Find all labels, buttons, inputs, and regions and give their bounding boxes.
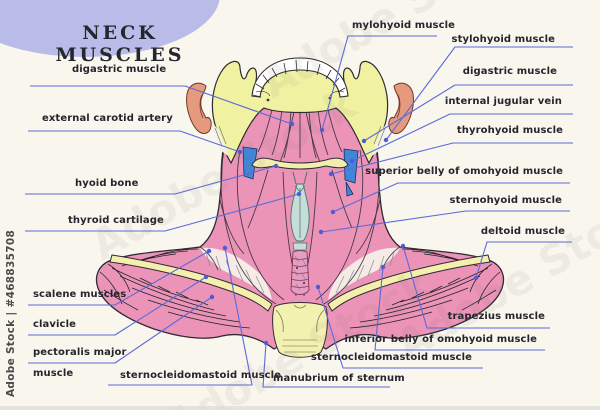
supraclavicular-fascia (200, 247, 400, 300)
teeth-arch (251, 57, 349, 98)
label-manubrium: manubrium of sternum (273, 373, 405, 384)
leader-hyoid-bone (25, 165, 277, 195)
label-trapezius: trapezius muscle (447, 311, 545, 322)
label-thyrohyoid: thyrohyoid muscle (456, 125, 563, 136)
label-pectoralis-line1: pectoralis major (33, 347, 127, 358)
leader-trapezius (402, 245, 550, 329)
leader-mylohyoid (321, 35, 437, 131)
label-scm-right: sternocleidomastoid muscle (310, 352, 472, 363)
leader-scm-left (108, 247, 253, 386)
label-digastric-left: digastric muscle (72, 64, 167, 75)
leader-digastric-left (30, 85, 293, 125)
mental-foramen-left (266, 98, 270, 102)
label-scalene: scalene muscles (33, 289, 127, 300)
leader-inferior-omohyoid (374, 266, 545, 351)
mandible-bone (211, 59, 389, 165)
shoulder-fiber-hatching (99, 248, 501, 329)
leader-scalene (28, 250, 210, 306)
label-hyoid-bone: hyoid bone (75, 178, 139, 189)
clavicle-bones (109, 254, 491, 312)
label-clavicle: clavicle (33, 319, 76, 330)
leader-stylohyoid (385, 46, 573, 141)
label-scm-left: sternocleidomastoid muscle (120, 370, 282, 381)
leader-dots (203, 121, 479, 346)
leader-internal-jugular (351, 113, 573, 162)
label-pectoralis-line2: muscle (33, 368, 74, 379)
leader-thyroid-cartilage (25, 193, 300, 232)
label-mylohyoid: mylohyoid muscle (352, 20, 456, 31)
leader-deltoid (475, 241, 572, 279)
leader-thyrohyoid (330, 142, 573, 175)
leader-pectoralis (28, 296, 213, 364)
trachea (290, 250, 310, 295)
label-external-carotid: external carotid artery (42, 113, 173, 124)
leader-superior-omohyoid (332, 182, 570, 213)
label-sternohyoid: sternohyoid muscle (449, 195, 562, 206)
ear-left (186, 82, 212, 134)
stock-id-watermark: Adobe Stock | #468835708 (5, 229, 17, 397)
label-stylohyoid: stylohyoid muscle (451, 34, 555, 45)
label-inferior-omohyoid: inferior belly of omohyoid muscle (344, 334, 537, 345)
leader-digastric-right (363, 84, 573, 142)
leader-scm-right (317, 286, 483, 369)
label-deltoid: deltoid muscle (480, 226, 565, 237)
label-internal-jugular: internal jugular vein (444, 96, 562, 107)
page-title: NECK MUSCLES (55, 22, 185, 66)
leader-manubrium (262, 342, 390, 388)
manubrium-bone (272, 302, 328, 358)
leader-sternohyoid (320, 210, 570, 233)
leader-external-carotid (28, 130, 241, 153)
label-superior-omohyoid: superior belly of omohyoid muscle (365, 166, 563, 177)
scm-origin-hatching (212, 122, 388, 156)
leader-clavicle (28, 276, 207, 336)
label-thyroid-cartilage: thyroid cartilage (68, 215, 164, 226)
larynx-cartilage (290, 171, 310, 251)
label-digastric-right: digastric muscle (462, 66, 557, 77)
jugular-veins (242, 146, 359, 197)
photo-edge (0, 406, 600, 410)
